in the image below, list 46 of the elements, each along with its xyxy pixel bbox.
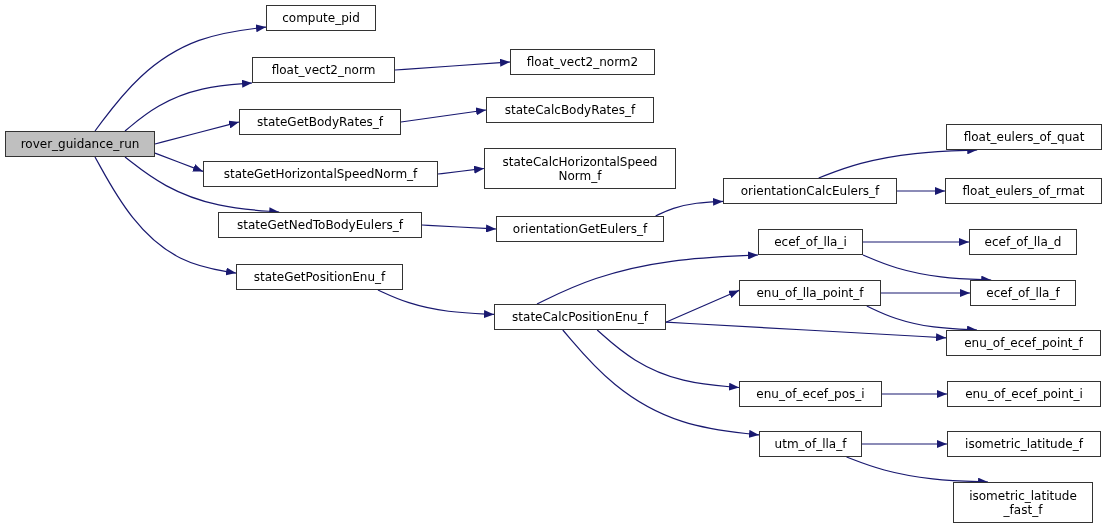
call-arrow — [94, 24, 267, 132]
function-box: float_vect2_norm — [252, 57, 395, 83]
function-box: rover_guidance_run — [5, 131, 155, 157]
function-box: float_eulers_of_rmat — [945, 178, 1102, 204]
function-box: orientationCalcEulers_f — [723, 178, 897, 204]
call-arrow — [665, 321, 947, 342]
function-box: isometric_latitude _fast_f — [953, 482, 1093, 523]
call-arrow — [394, 58, 511, 71]
call-arrow — [562, 329, 760, 438]
function-box: stateGetNedToBodyEulers_f — [218, 212, 422, 238]
function-box: stateCalcBodyRates_f — [486, 97, 654, 123]
function-box: enu_of_ecef_pos_i — [739, 381, 882, 407]
call-arrow — [421, 224, 497, 233]
function-box: stateCalcPositionEnu_f — [494, 304, 666, 330]
function-box: float_eulers_of_quat — [946, 124, 1102, 150]
call-arrow — [536, 251, 759, 305]
call-arrow — [880, 289, 971, 297]
call-arrow — [154, 152, 204, 172]
call-arrow — [655, 197, 724, 217]
function-box: float_vect2_norm2 — [510, 49, 655, 75]
call-arrow — [896, 187, 946, 195]
call-arrow — [124, 79, 253, 132]
call-arrow — [862, 238, 970, 246]
function-box: stateGetBodyRates_f — [239, 109, 401, 135]
function-box: ecef_of_lla_f — [970, 280, 1076, 306]
call-arrow — [437, 165, 485, 175]
function-box: utm_of_lla_f — [759, 431, 862, 457]
function-box: compute_pid — [266, 5, 376, 31]
function-box: enu_of_ecef_point_f — [946, 330, 1101, 356]
call-arrow — [596, 329, 740, 391]
call-arrow — [154, 120, 240, 145]
call-arrow — [94, 156, 237, 276]
function-box: enu_of_ecef_point_i — [947, 381, 1101, 407]
function-box: ecef_of_lla_i — [758, 229, 863, 255]
function-box: stateCalcHorizontalSpeed Norm_f — [484, 148, 676, 189]
function-box: stateGetHorizontalSpeedNorm_f — [203, 161, 438, 187]
call-arrow — [377, 289, 495, 318]
call-arrow — [400, 107, 487, 123]
call-arrow — [665, 289, 740, 323]
function-box: isometric_latitude_f — [947, 431, 1101, 457]
call-arrow — [881, 390, 948, 398]
call-arrow — [861, 440, 948, 448]
function-box: stateGetPositionEnu_f — [236, 264, 403, 290]
function-box: ecef_of_lla_d — [969, 229, 1077, 255]
function-box: enu_of_lla_point_f — [739, 280, 881, 306]
function-box: orientationGetEulers_f — [496, 216, 664, 242]
